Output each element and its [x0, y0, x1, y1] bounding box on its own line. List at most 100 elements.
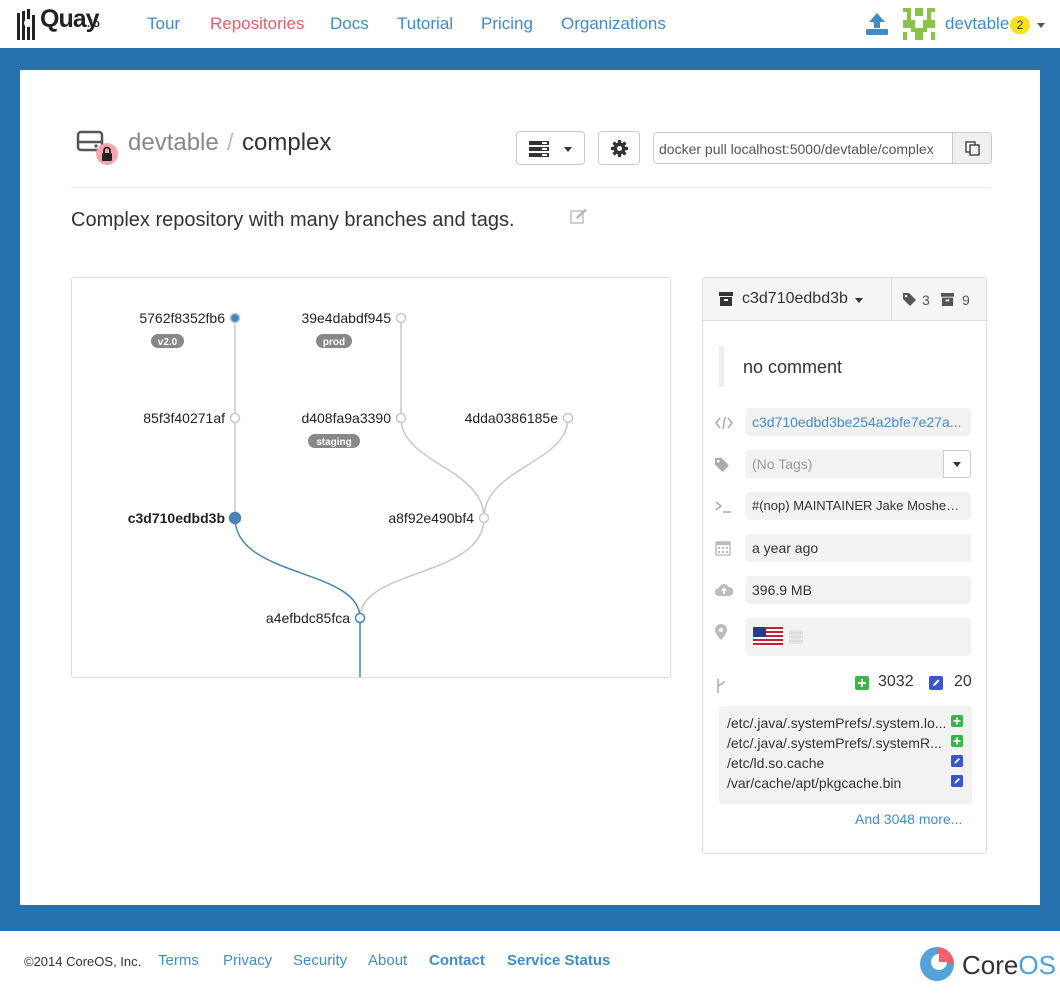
edit-description-icon[interactable]	[570, 208, 588, 224]
tree-node-label[interactable]: 5762f8352fb6	[139, 310, 225, 326]
pencil-square-icon	[951, 775, 963, 787]
tag-dropdown-button[interactable]	[943, 450, 971, 478]
add-tag-input[interactable]: (No Tags)	[746, 450, 944, 478]
tag-pill[interactable]	[151, 334, 184, 348]
tag-pill[interactable]	[316, 334, 352, 348]
settings-button[interactable]	[598, 131, 640, 165]
image-details-header: c3d710edbd3b 3 9	[703, 278, 986, 321]
tree-node[interactable]	[395, 412, 407, 424]
tree-node-selected[interactable]	[228, 511, 242, 525]
tree-node[interactable]	[229, 412, 241, 424]
page-footer: ©2014 CoreOS, Inc. Terms Privacy Securit…	[0, 931, 1060, 995]
copy-icon	[965, 141, 980, 156]
file-item: /var/cache/apt/pkgcache.bin	[727, 775, 902, 791]
footer-link-about[interactable]: About	[368, 952, 408, 969]
nav-tour[interactable]: Tour	[147, 14, 181, 33]
chevron-down-icon[interactable]	[855, 298, 863, 303]
plus-square-icon	[951, 735, 963, 747]
image-location	[746, 618, 971, 656]
pencil-square-icon	[929, 676, 943, 690]
tree-node-label[interactable]: c3d710edbd3b	[128, 510, 225, 526]
nav-tutorial[interactable]: Tutorial	[397, 14, 454, 33]
quay-logo-icon[interactable]	[16, 7, 38, 41]
chevron-down-icon	[564, 147, 572, 152]
tree-node-label[interactable]: 39e4dabdf945	[301, 310, 391, 326]
repo-namespace[interactable]: devtable	[128, 129, 219, 156]
tree-node[interactable]	[562, 412, 574, 424]
coreos-wordmark[interactable]: CoreOS	[962, 950, 1056, 981]
footer-link-security[interactable]: Security	[293, 952, 348, 969]
image-full-id[interactable]: c3d710edbd3be254a2bfe7e27a...	[746, 408, 971, 436]
code-icon	[715, 416, 733, 430]
tree-node[interactable]	[229, 312, 241, 324]
image-count: 9	[962, 292, 970, 308]
docker-pull-command-input[interactable]: docker pull localhost:5000/devtable/comp…	[653, 132, 953, 164]
image-id-dropdown[interactable]: c3d710edbd3b	[742, 290, 848, 307]
footer-link-contact[interactable]: Contact	[429, 952, 485, 969]
code-fork-icon	[717, 679, 725, 693]
tree-node[interactable]	[395, 312, 407, 324]
coreos-logo-icon[interactable]	[920, 947, 954, 981]
more-files-link[interactable]: And 3048 more...	[855, 811, 963, 827]
tag-label[interactable]: v2.0	[158, 337, 178, 348]
image-size: 396.9 MB	[746, 576, 971, 604]
tag-label[interactable]: staging	[316, 437, 352, 448]
terminal-icon	[715, 501, 731, 513]
image-details-panel: c3d710edbd3b 3 9 no comment	[702, 277, 987, 854]
tree-edge	[483, 417, 569, 519]
tree-node-label[interactable]: a8f92e490bf4	[388, 510, 474, 526]
file-item: /etc/ld.so.cache	[727, 755, 825, 771]
file-item: /etc/.java/.systemPrefs/.system.lo...	[727, 715, 947, 731]
nav-pricing[interactable]: Pricing	[481, 14, 533, 33]
file-item: /etc/.java/.systemPrefs/.systemR...	[727, 735, 942, 751]
tree-node-label[interactable]: a4efbdc85fca	[266, 610, 350, 626]
calendar-icon	[715, 541, 731, 556]
repo-path-separator: /	[227, 129, 234, 156]
nav-repositories[interactable]: Repositories	[210, 14, 305, 33]
brand-suffix[interactable]: .io	[87, 18, 100, 30]
copyright-text: ©2014 CoreOS, Inc.	[24, 954, 142, 969]
changed-files-count: 20	[954, 673, 972, 690]
repo-content: devtable / complex	[20, 70, 1040, 905]
username-link[interactable]: devtable	[945, 14, 1010, 33]
tree-node-label[interactable]: 85f3f40271af	[143, 410, 225, 426]
comment-quote-bar	[719, 346, 724, 387]
view-options-button[interactable]	[516, 131, 585, 165]
flag-placeholder-icon	[789, 630, 803, 644]
archive-icon	[719, 292, 733, 306]
nav-organizations[interactable]: Organizations	[561, 14, 666, 33]
upload-icon[interactable]	[865, 12, 889, 36]
top-navbar: Quay .io Tour Repositories Docs Tutorial…	[0, 0, 1060, 48]
repo-name: complex	[242, 129, 332, 156]
repo-description: Complex repository with many branches an…	[71, 209, 515, 231]
coreos-wordmark-core[interactable]: Core	[962, 950, 1019, 980]
footer-link-privacy[interactable]: Privacy	[223, 952, 273, 969]
brand-name[interactable]: Quay	[40, 5, 100, 33]
tag-label[interactable]: prod	[323, 337, 345, 348]
tree-node-label[interactable]: d408fa9a3390	[301, 410, 391, 426]
notification-badge[interactable]: 2	[1010, 16, 1030, 34]
coreos-wordmark-os[interactable]: OS	[1018, 950, 1056, 980]
copy-pull-command-button[interactable]	[952, 132, 992, 164]
tree-edge	[400, 417, 485, 519]
footer-link-terms[interactable]: Terms	[158, 952, 199, 969]
chevron-down-icon[interactable]	[1037, 23, 1045, 28]
archive-icon	[941, 293, 954, 306]
gear-icon	[611, 140, 628, 157]
nav-docs[interactable]: Docs	[330, 14, 369, 33]
tree-node-label[interactable]: 4dda0386185e	[465, 410, 559, 426]
image-history-tree: 5762f8352fb6 39e4dabdf945 85f3f40271af d…	[71, 277, 671, 678]
tree-node[interactable]	[354, 612, 366, 624]
footer-link-service-status[interactable]: Service Status	[507, 952, 611, 969]
plus-square-icon	[951, 715, 963, 727]
tag-pill[interactable]	[308, 434, 360, 448]
tag-count: 3	[922, 292, 930, 308]
header-divider	[71, 187, 991, 188]
tree-node[interactable]	[478, 512, 490, 524]
chevron-down-icon	[953, 462, 961, 467]
tag-icon	[715, 458, 729, 472]
plus-square-icon	[855, 676, 869, 690]
user-avatar[interactable]	[903, 8, 935, 40]
image-command: #(nop) MAINTAINER Jake Moshenko...	[746, 492, 971, 520]
tree-edge	[359, 517, 485, 619]
